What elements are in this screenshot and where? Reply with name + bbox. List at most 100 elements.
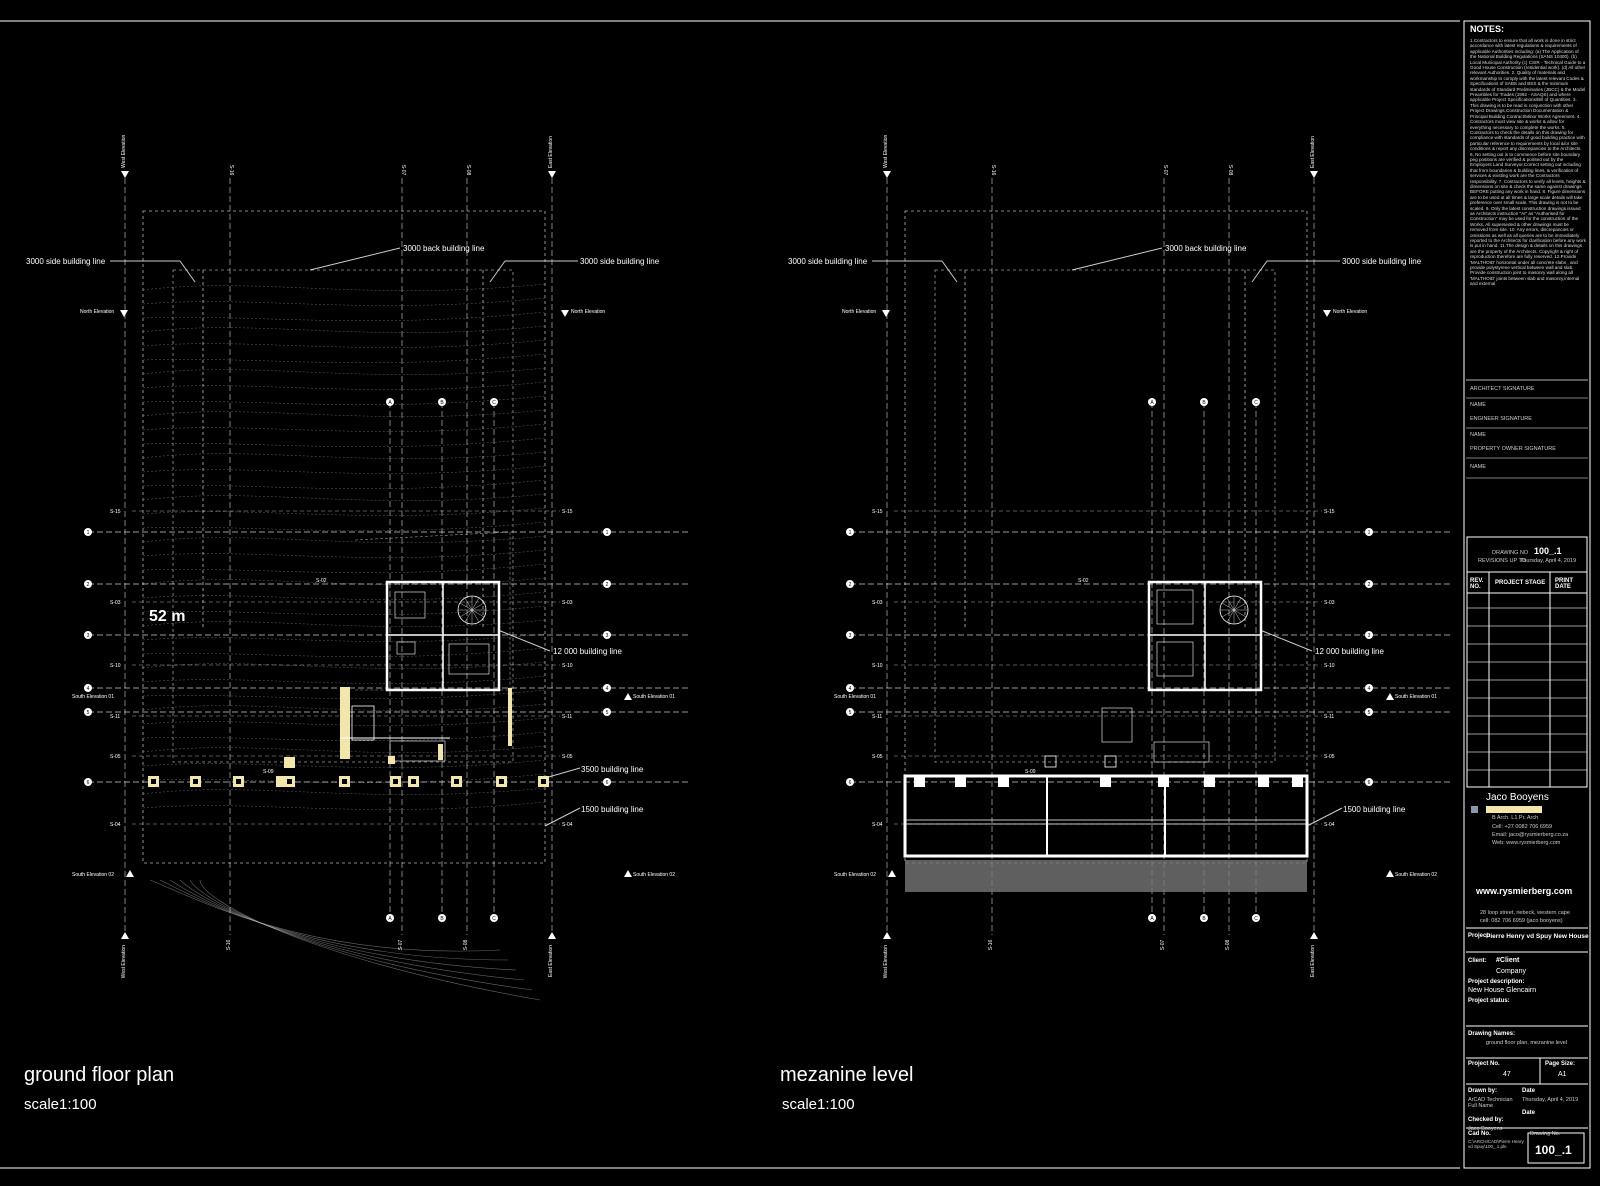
grid-bubble-right-label: 1 [606,530,609,536]
grid-bubble-left-label: 5 [87,710,90,716]
grid-bubble-left-bubble [846,684,854,692]
pile-core [393,779,398,784]
grid-bubble-left-bubble [846,580,854,588]
grid-bubble-right-bubble [1365,708,1373,716]
architect-web-small: Web: www.rysmierberg.com [1492,840,1561,846]
leader-line [544,767,581,779]
leader-line [1071,247,1163,271]
pile-core [236,779,241,784]
grid-bubble-bottom-label: A [388,916,392,922]
grid-bubble-left-label: 5 [849,710,852,716]
sig-owner-label: PROPERTY OWNER SIGNATURE [1470,446,1556,452]
grid-bubble-left-label: 6 [87,780,90,786]
section-mark-right: S-05 [1324,754,1335,760]
grid-bubble-right-bubble [1365,684,1373,692]
grid-bubble-bottom-bubble [438,914,446,922]
section-mark-bottom: S-16 [226,940,232,951]
section-mark-right: S-15 [562,509,573,515]
sig-architect-label: ARCHITECT SIGNATURE [1470,386,1535,392]
section-mark-left: S-11 [110,714,120,720]
north-elevation-right: North Elevation [571,309,605,315]
architect-name: Jaco Booyens [1486,792,1549,803]
grid-bubble-left-bubble [846,708,854,716]
grid-bubble-top-bubble [1200,398,1208,406]
north-tri-right [561,310,569,317]
pile-footing [276,776,287,787]
elevation-triangle-top [1310,171,1318,178]
drawing-label: Drawing No. [1530,1131,1561,1137]
section-mark-left: S-10 [110,663,121,669]
cad-no-value: C:\ARCHICAD\Pierre Henry vd Spuy\100_.1.… [1468,1139,1524,1149]
pile-footing [284,757,295,768]
title-block-frame [1463,20,1591,1169]
section-mark-inner: S-02 [316,578,327,584]
south02-elevation-right: South Elevation 02 [633,872,675,878]
entry-stair [1153,741,1210,763]
grid-bubble-right-label: 4 [1368,686,1371,692]
section-mark-left: S-03 [110,600,121,606]
grid-bubble-bottom-label: B [1202,916,1206,922]
annotation-side-building-line-left: 3000 side building line [788,257,868,266]
deck-wall-highlight [508,688,512,746]
pile-core [193,779,198,784]
section-mark-top: S-07 [1162,165,1168,176]
drawn-by: ArCAD Technician Full Name [1468,1097,1513,1109]
elevation-triangle-bottom [1310,932,1318,939]
architect-email: Email: jaco@rysmierberg.co.za [1492,832,1569,838]
contour-line [142,591,546,600]
architect-logo-square [1471,806,1478,813]
grid-bubble-right-bubble [603,631,611,639]
south01-elevation-right: South Elevation 01 [633,694,675,700]
section-mark-right: S-10 [562,663,573,669]
room-outline [1156,589,1194,625]
stair-tread [1221,609,1235,618]
grid-bubble-right-bubble [1365,631,1373,639]
south01-elevation-left: South Elevation 01 [834,694,876,700]
grid-bubble-bottom-label: A [1150,916,1154,922]
elevation-triangle-bottom [548,932,556,939]
section-mark-right: S-03 [1324,600,1335,606]
fixture [448,643,490,675]
leader-line [489,260,506,283]
stair-tread [459,602,473,611]
annotation-12000-building-line: 12 000 building line [1315,647,1384,656]
section-mark-left: S-04 [872,822,883,828]
grid-bubble-top-label: C [1254,400,1258,406]
page-size-label: Page Size: [1545,1061,1576,1067]
sig-name-label-2: NAME [1470,432,1486,438]
section-mark-left: S-05 [110,754,121,760]
section-mark-right: S-15 [1324,509,1335,515]
grid-bubble-right-bubble [1365,778,1373,786]
project-label: Project: [1468,933,1491,939]
checked-by-label: Checked by: [1468,1117,1504,1123]
dimension-52m: 52 m [149,608,185,625]
grid-bubble-bottom-bubble [1252,914,1260,922]
stair-tread [1233,602,1247,611]
grid-bubble-top-label: C [492,400,496,406]
terrain-line [169,879,517,971]
drawing-number-big: 100_.1 [1535,1143,1572,1157]
stair-tread [471,609,480,623]
project-desc-label: Project description: [1468,979,1525,985]
pile-footing [1104,755,1117,768]
grid-bubble-bottom-label: C [1254,916,1258,922]
section-mark-inner: S-09 [1025,769,1036,775]
plan-scale-ground: scale1:100 [24,1096,97,1113]
leader-line [1306,807,1343,827]
grid-bubble-left-bubble [846,778,854,786]
pile-core [342,779,347,784]
address-line-2: cell: 082 706 6959 (jaco booyens) [1480,918,1563,924]
annotation-back-building-line: 3000 back building line [1165,244,1247,253]
grid-bubble-left-label: 4 [849,686,852,692]
plan-scale-mezanine: scale1:100 [782,1096,855,1113]
section-mark-left: S-11 [872,714,882,720]
client-value: #Client [1496,957,1520,964]
grid-bubble-left-bubble [846,528,854,536]
project-no-label: Project No. [1468,1061,1500,1067]
grid-bubble-right-bubble [603,580,611,588]
section-mark-top: S-08 [465,165,471,176]
sig-engineer-label: ENGINEER SIGNATURE [1470,416,1532,422]
south02-tri-left [126,870,134,877]
section-mark-right: S-04 [1324,822,1335,828]
